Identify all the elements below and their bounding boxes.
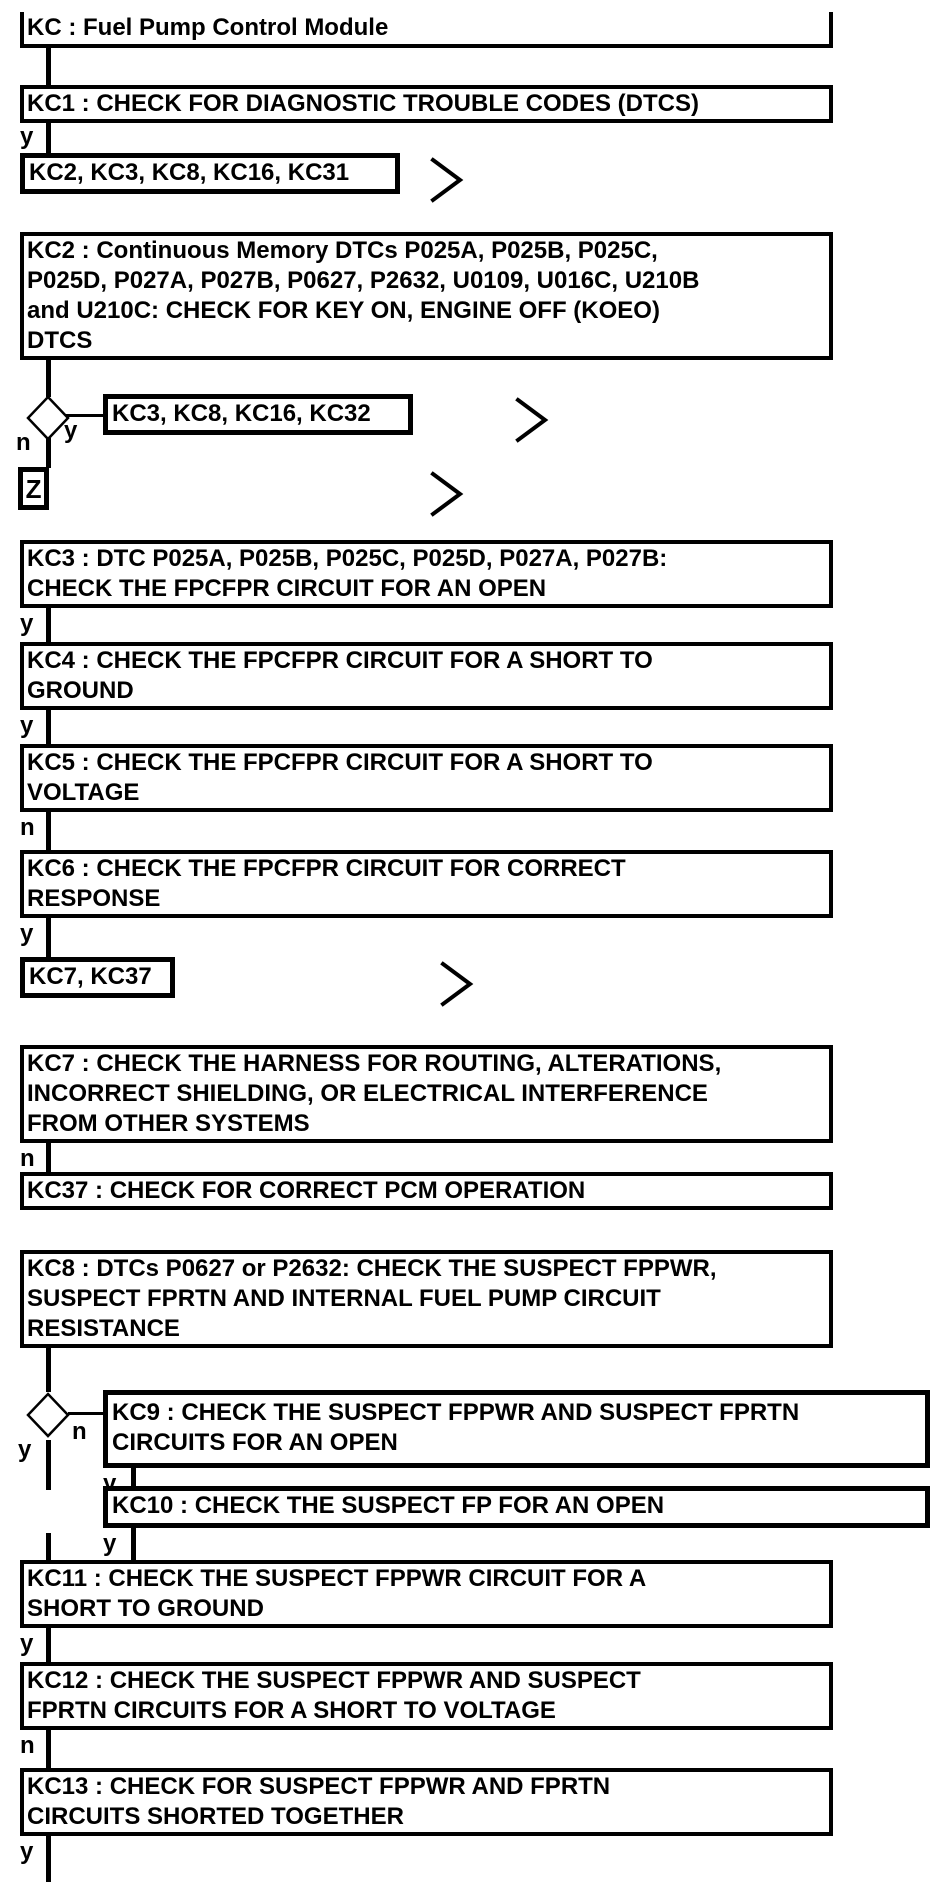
step-kc5[interactable]: KC5 : CHECK THE FPCFPR CIRCUIT FOR A SHO… <box>20 744 833 812</box>
connector-line <box>46 123 51 153</box>
connector-line <box>46 1143 51 1172</box>
chevron-right-icon <box>440 961 474 1007</box>
branch-label-yes: y <box>103 1530 117 1557</box>
branch-label-no: n <box>72 1418 87 1445</box>
branch-label-yes: y <box>20 920 34 947</box>
branch-label-yes: y <box>20 123 34 150</box>
step-kc8[interactable]: KC8 : DTCs P0627 or P2632: CHECK THE SUS… <box>20 1250 833 1348</box>
connector-line <box>46 1348 51 1392</box>
branch-label-no: n <box>20 1732 35 1759</box>
chevron-right-icon <box>430 471 464 517</box>
branch-label-no: n <box>20 814 35 841</box>
connector-line <box>46 1730 51 1768</box>
target-list-kc6[interactable]: KC7, KC37 <box>20 957 175 998</box>
step-kc3[interactable]: KC3 : DTC P025A, P025B, P025C, P025D, P0… <box>20 540 833 608</box>
decision-diamond-icon <box>26 1392 70 1438</box>
connector-line <box>131 1528 136 1560</box>
branch-label-yes: y <box>20 712 34 739</box>
branch-label-yes: y <box>18 1436 32 1463</box>
chevron-right-icon <box>430 157 464 203</box>
connector-line <box>46 360 51 397</box>
connector-line <box>68 1412 103 1415</box>
step-kc6[interactable]: KC6 : CHECK THE FPCFPR CIRCUIT FOR CORRE… <box>20 850 833 918</box>
step-kc13[interactable]: KC13 : CHECK FOR SUSPECT FPPWR AND FPRTN… <box>20 1768 833 1836</box>
connector-line <box>46 1440 51 1490</box>
connector-line <box>46 1836 51 1882</box>
step-kc11[interactable]: KC11 : CHECK THE SUSPECT FPPWR CIRCUIT F… <box>20 1560 833 1628</box>
branch-label-no: n <box>16 429 31 456</box>
offpage-connector-z[interactable]: Z <box>18 467 49 510</box>
step-kc37[interactable]: KC37 : CHECK FOR CORRECT PCM OPERATION <box>20 1172 833 1210</box>
step-kc4[interactable]: KC4 : CHECK THE FPCFPR CIRCUIT FOR A SHO… <box>20 642 833 710</box>
step-kc9[interactable]: KC9 : CHECK THE SUSPECT FPPWR AND SUSPEC… <box>103 1390 930 1468</box>
chevron-right-icon <box>515 397 549 443</box>
connector-line <box>46 438 51 468</box>
connector-line <box>46 918 51 957</box>
branch-label-yes: y <box>64 417 78 444</box>
connector-line <box>46 48 51 85</box>
branch-label-yes: y <box>20 610 34 637</box>
connector-line <box>66 414 103 417</box>
connector-line <box>46 812 51 850</box>
target-list-kc2[interactable]: KC3, KC8, KC16, KC32 <box>103 394 413 435</box>
chart-title: KC : Fuel Pump Control Module <box>20 12 833 48</box>
connector-line <box>46 1533 51 1560</box>
branch-label-yes: y <box>20 1630 34 1657</box>
step-kc10[interactable]: KC10 : CHECK THE SUSPECT FP FOR AN OPEN <box>103 1486 930 1528</box>
branch-label-no: n <box>20 1145 35 1172</box>
step-kc1[interactable]: KC1 : CHECK FOR DIAGNOSTIC TROUBLE CODES… <box>20 85 833 123</box>
connector-line <box>46 1628 51 1662</box>
connector-line <box>46 710 51 744</box>
step-kc12[interactable]: KC12 : CHECK THE SUSPECT FPPWR AND SUSPE… <box>20 1662 833 1730</box>
target-list-kc1[interactable]: KC2, KC3, KC8, KC16, KC31 <box>20 153 400 194</box>
step-kc7[interactable]: KC7 : CHECK THE HARNESS FOR ROUTING, ALT… <box>20 1045 833 1143</box>
connector-line <box>131 1468 136 1486</box>
step-kc2[interactable]: KC2 : Continuous Memory DTCs P025A, P025… <box>20 232 833 360</box>
connector-line <box>46 608 51 642</box>
branch-label-yes: y <box>20 1838 34 1865</box>
